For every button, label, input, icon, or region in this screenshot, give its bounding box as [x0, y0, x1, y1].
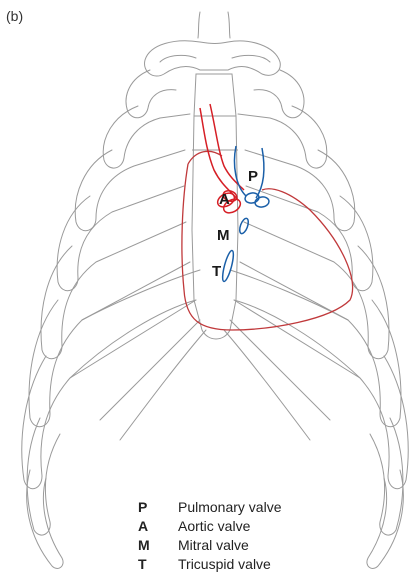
legend-row-pulmonary: P Pulmonary valve: [136, 497, 282, 516]
pulmonary-artery: [220, 146, 269, 282]
legend-key: M: [136, 537, 178, 553]
legend-text: Pulmonary valve: [178, 499, 282, 515]
valve-label-m: M: [217, 227, 230, 244]
legend-row-aortic: A Aortic valve: [136, 516, 282, 535]
legend-text: Mitral valve: [178, 537, 249, 553]
legend-key: A: [136, 518, 178, 534]
legend-key: P: [136, 499, 178, 515]
legend-row-mitral: M Mitral valve: [136, 535, 282, 554]
legend: P Pulmonary valve A Aortic valve M Mitra…: [136, 497, 282, 573]
legend-text: Tricuspid valve: [178, 556, 271, 572]
heart-outline: [182, 164, 353, 330]
legend-key: T: [136, 556, 178, 572]
valve-label-t: T: [212, 263, 221, 280]
valve-label-p: P: [248, 168, 258, 185]
legend-row-tricuspid: T Tricuspid valve: [136, 554, 282, 573]
valve-label-a: A: [219, 191, 230, 208]
ribcage: [22, 12, 408, 568]
sternum: [192, 74, 238, 339]
legend-text: Aortic valve: [178, 518, 250, 534]
